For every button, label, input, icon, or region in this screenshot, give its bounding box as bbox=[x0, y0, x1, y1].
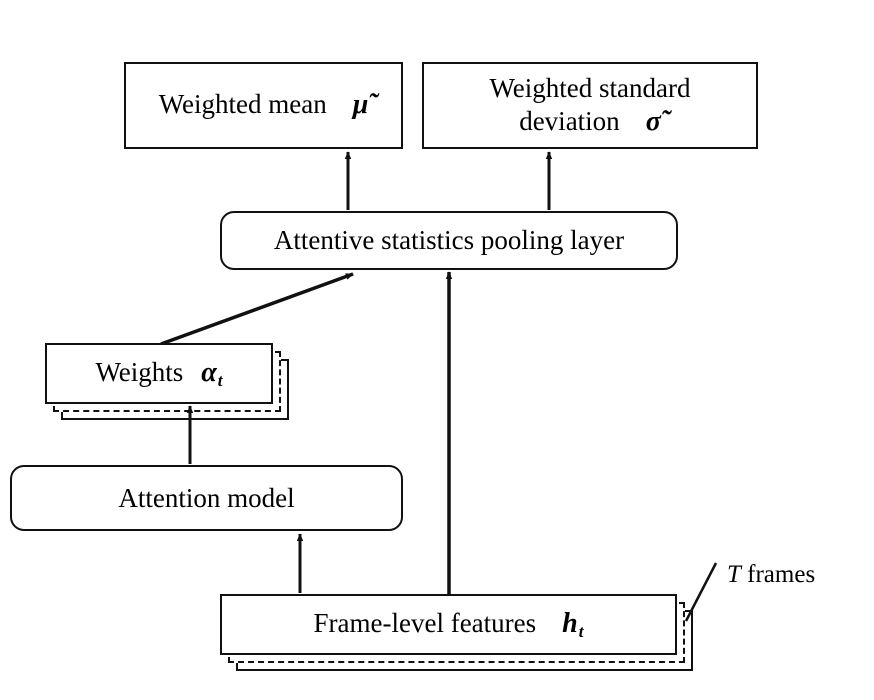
node-weights: Weights αt bbox=[45, 343, 273, 404]
frame-features-label: Frame-level features bbox=[313, 607, 537, 638]
pooling-layer-label: Attentive statistics pooling layer bbox=[273, 225, 625, 256]
node-pooling-layer: Attentive statistics pooling layer bbox=[220, 211, 678, 270]
t-frames-italic-T: T bbox=[727, 561, 741, 588]
alpha-symbol: α bbox=[201, 356, 217, 388]
t-frames-annotation: T frames bbox=[727, 561, 815, 589]
weighted-mean-label: Weighted mean bbox=[158, 89, 327, 120]
h-symbol: h bbox=[562, 607, 578, 639]
sigma-tilde-symbol: σ̃ bbox=[645, 105, 661, 137]
weights-content: Weights αt bbox=[89, 356, 228, 391]
mu-tilde-symbol: μ̃ bbox=[352, 89, 369, 121]
node-frame-features: Frame-level features ht bbox=[220, 594, 677, 655]
alpha-subscript: t bbox=[217, 370, 223, 390]
node-weighted-mean: Weighted mean μ̃ bbox=[124, 62, 403, 149]
arrow-weights-to-pooling bbox=[160, 272, 354, 346]
h-subscript: t bbox=[578, 621, 584, 641]
node-attention-model: Attention model bbox=[10, 465, 403, 531]
frame-features-content: Frame-level features ht bbox=[308, 607, 590, 642]
weighted-std-label-line2: deviation bbox=[519, 105, 620, 136]
weights-label: Weights bbox=[95, 356, 184, 387]
weighted-mean-content: Weighted mean μ̃ bbox=[153, 88, 375, 122]
weighted-std-label-line1: Weighted standard bbox=[489, 72, 691, 103]
t-frames-rest: frames bbox=[740, 561, 816, 588]
attention-model-label: Attention model bbox=[118, 482, 295, 513]
